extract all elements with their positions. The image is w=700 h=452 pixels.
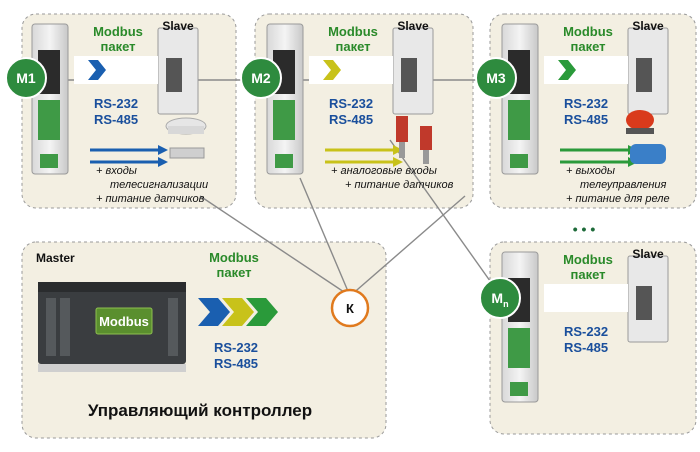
master-label: Master <box>36 251 75 265</box>
protocol-line2: пакет <box>570 39 605 54</box>
din-module-body <box>501 251 539 403</box>
slave-label: Slave <box>632 247 664 261</box>
master-protocol-line2: пакет <box>216 265 251 280</box>
module-badge <box>475 57 517 99</box>
packet-banner <box>74 56 158 84</box>
protocol-line2: пакет <box>570 267 605 282</box>
iface1: RS-232 <box>94 96 138 111</box>
master-protocol-line1: Modbus <box>209 250 259 265</box>
note3: + питание датчиков <box>96 193 205 205</box>
note2: + питание датчиков <box>345 179 454 191</box>
power-terminal <box>275 154 293 168</box>
terminal-block <box>38 100 60 140</box>
din-module-body <box>266 23 304 175</box>
siren-motor-icon <box>626 110 666 164</box>
din-module-body <box>501 23 539 175</box>
master-iface1: RS-232 <box>214 340 258 355</box>
master-iface2: RS-485 <box>214 356 258 371</box>
iface2: RS-485 <box>564 340 608 355</box>
protocol-line1: Modbus <box>93 24 143 39</box>
din-module-body <box>31 23 69 175</box>
master-controller-device: Modbus <box>38 282 186 372</box>
slave-label: Slave <box>632 19 664 33</box>
power-terminal <box>40 154 58 168</box>
terminal-block <box>273 100 295 140</box>
note3: + питание для реле <box>566 193 670 205</box>
packet-banner <box>544 284 628 312</box>
db9-connector-icon <box>166 58 182 92</box>
module-badge-label: М2 <box>251 70 271 86</box>
master-device-name: Modbus <box>99 314 149 329</box>
module-badge <box>479 277 521 319</box>
chevron-icon <box>88 60 106 80</box>
arrowhead-icon <box>393 157 403 167</box>
db9-connector-icon <box>401 58 417 92</box>
slave-label: Slave <box>397 19 429 33</box>
module-badge <box>240 57 282 99</box>
note1: + аналоговые входы <box>331 165 437 177</box>
module-badge-label: М3 <box>486 70 506 86</box>
arrowhead-icon <box>393 145 403 155</box>
smoke-detector-icon <box>165 117 207 159</box>
db9-connector-icon <box>636 286 652 320</box>
pressure-sensor-icon <box>396 116 432 164</box>
packet-banner <box>309 56 393 84</box>
iface1: RS-232 <box>564 324 608 339</box>
protocol-line1: Modbus <box>563 24 613 39</box>
slave-label: Slave <box>162 19 194 33</box>
iface1: RS-232 <box>329 96 373 111</box>
power-terminal <box>510 382 528 396</box>
note2: телесигнализации <box>110 179 208 191</box>
iface2: RS-485 <box>564 112 608 127</box>
more-modules-ellipsis: • • • <box>573 221 596 237</box>
note1: + входы <box>96 165 137 177</box>
arrowhead-icon <box>158 145 168 155</box>
power-terminal <box>510 154 528 168</box>
hub-node <box>330 288 370 328</box>
arrowhead-icon <box>158 157 168 167</box>
note1: + выходы <box>566 165 615 177</box>
master-caption: Управляющий контроллер <box>88 401 312 420</box>
hub-label: К <box>346 301 354 316</box>
note2: телеуправления <box>580 179 667 191</box>
module-badge-label: М1 <box>16 70 36 86</box>
chevron-icon <box>558 60 576 80</box>
packet-banner <box>544 56 628 84</box>
protocol-line1: Modbus <box>328 24 378 39</box>
master-packet-arrow <box>198 298 278 326</box>
protocol-line2: пакет <box>100 39 135 54</box>
iface1: RS-232 <box>564 96 608 111</box>
protocol-line2: пакет <box>335 39 370 54</box>
terminal-block <box>508 328 530 368</box>
iface2: RS-485 <box>329 112 373 127</box>
module-badge <box>5 57 47 99</box>
db9-connector-icon <box>636 58 652 92</box>
protocol-line1: Modbus <box>563 252 613 267</box>
terminal-block <box>508 100 530 140</box>
chevron-icon <box>323 60 341 80</box>
iface2: RS-485 <box>94 112 138 127</box>
